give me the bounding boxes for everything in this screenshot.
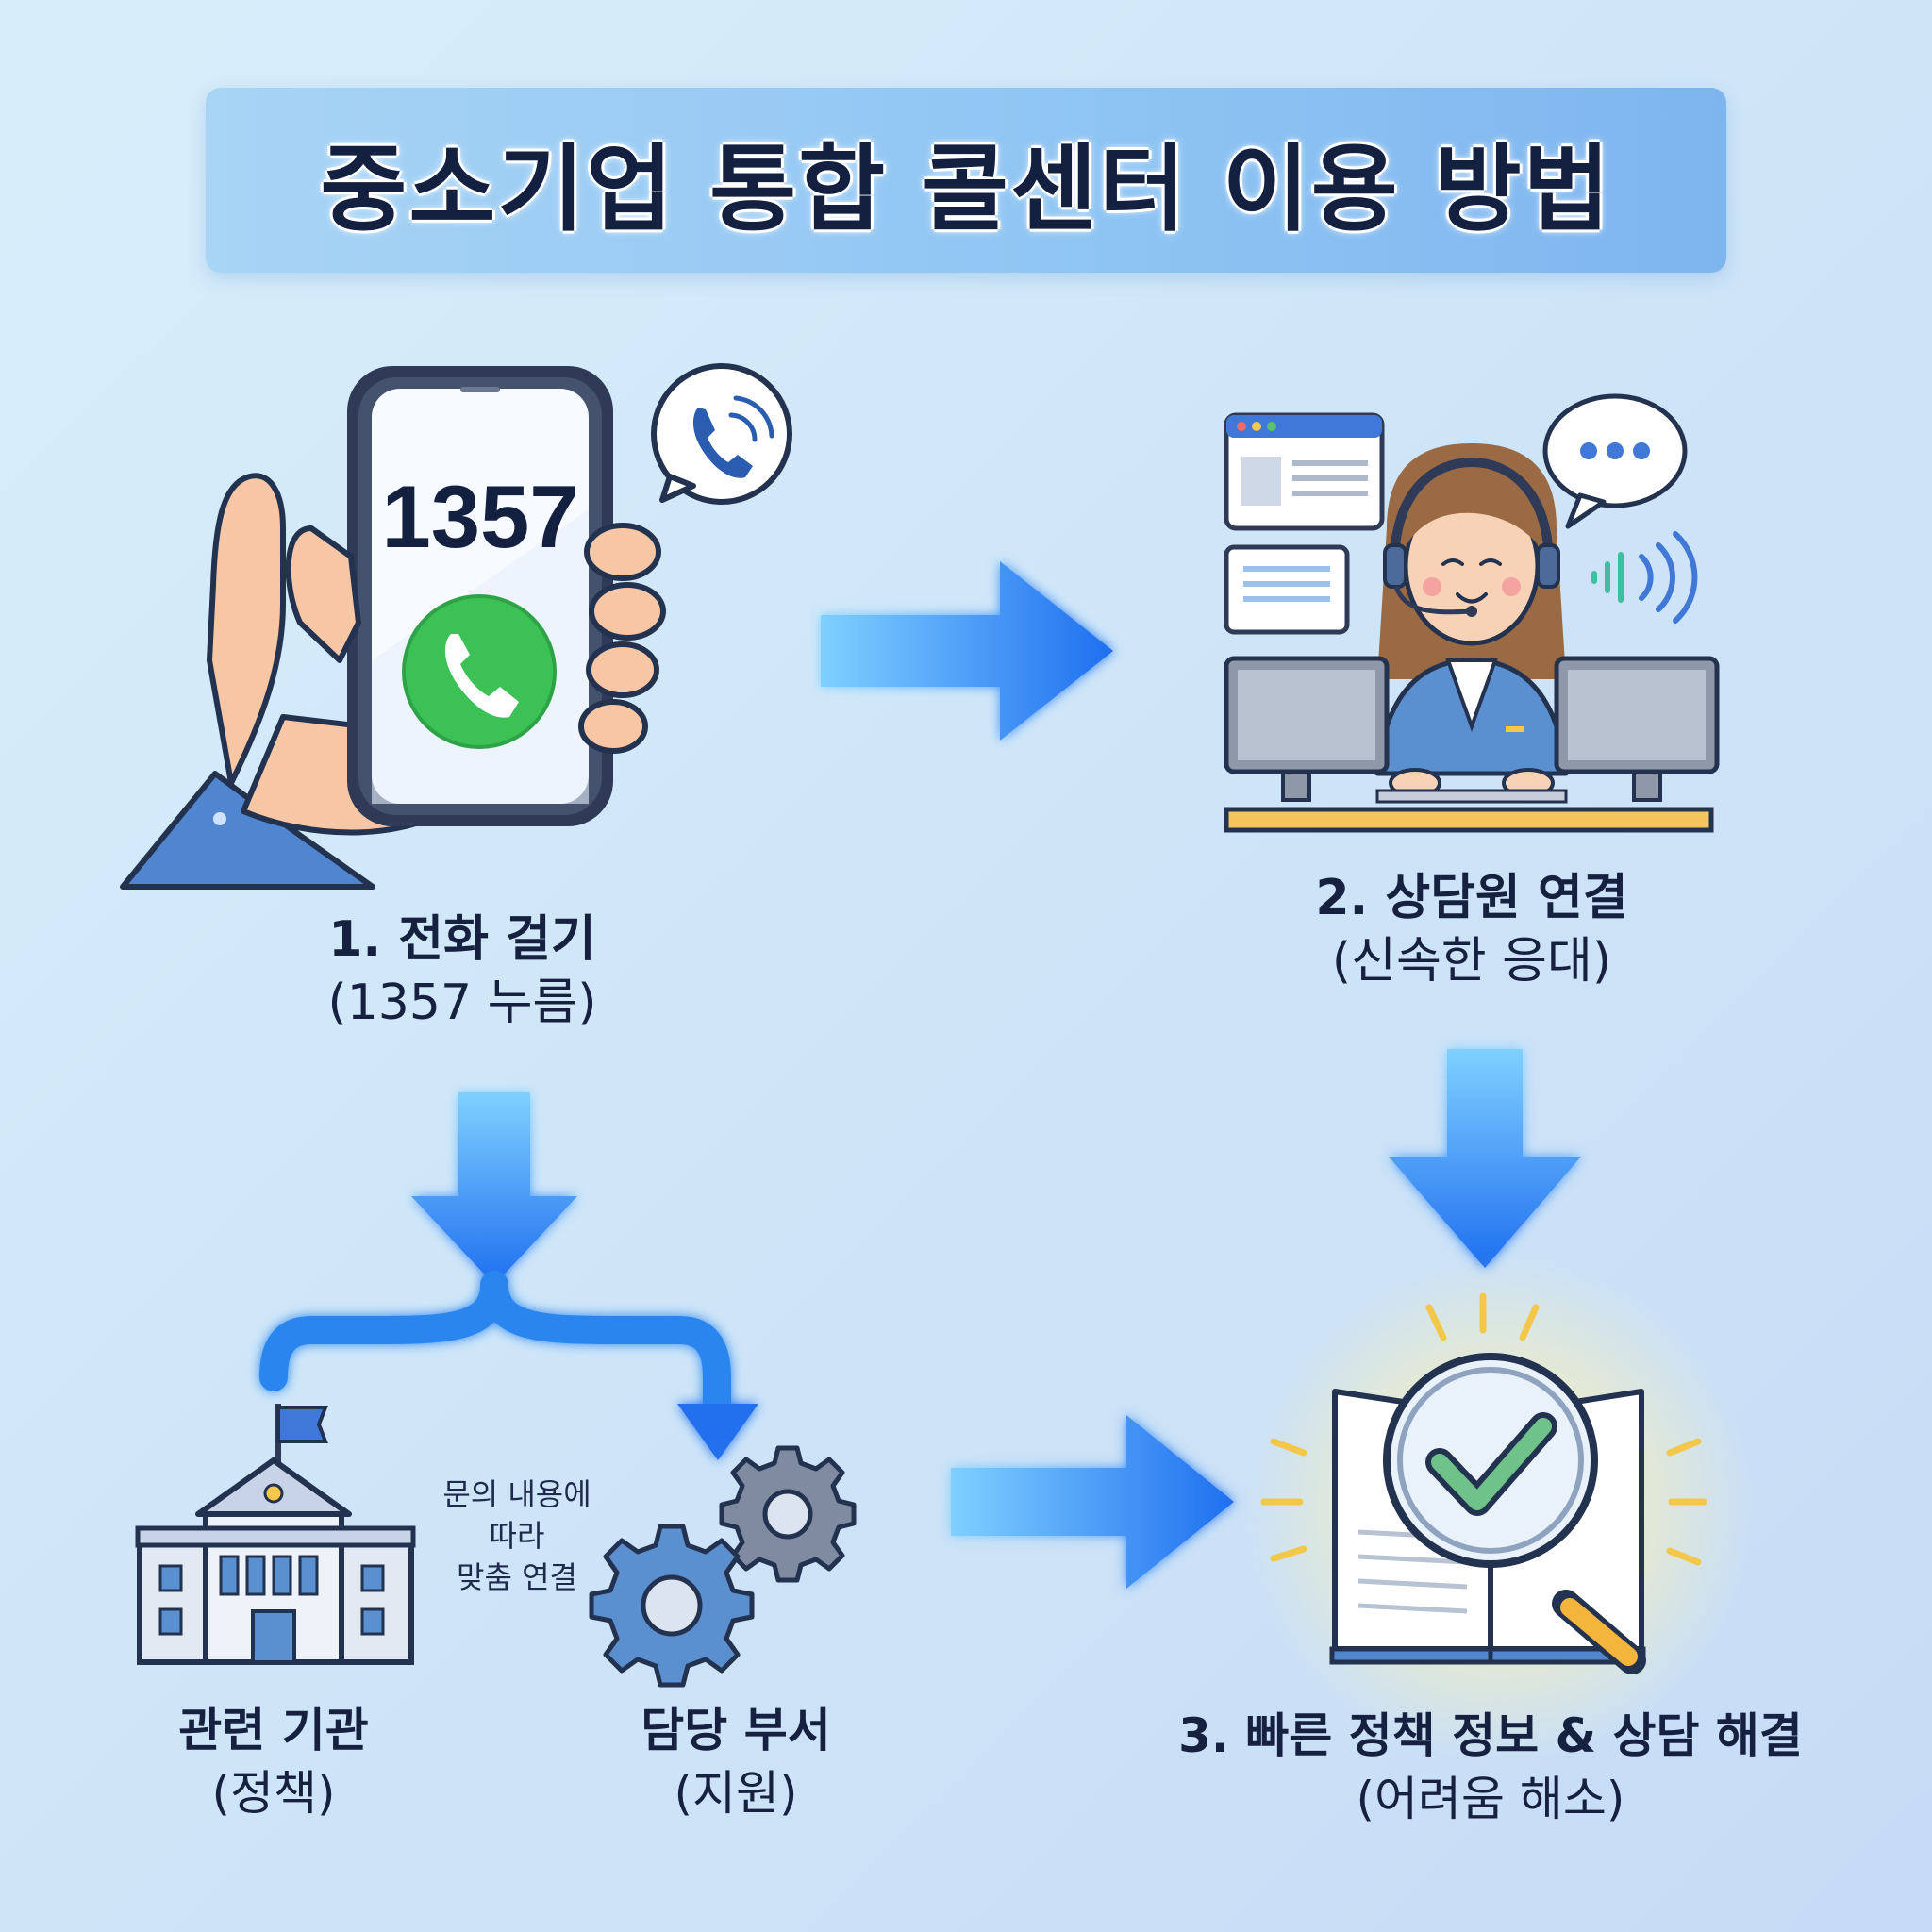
- arrow-right-bottom: [951, 1415, 1234, 1589]
- agency-subtitle: (정책): [211, 1766, 336, 1821]
- arrow-right-top: [821, 561, 1113, 741]
- counselor-icon: [1224, 412, 1720, 833]
- agency-label: 관련 기관 (정책): [123, 1698, 425, 1824]
- step1-label: 1. 전화 걸기 (1357 누름): [245, 908, 679, 1034]
- gears-icon: [589, 1445, 857, 1688]
- step2-subtitle: (신속한 응대): [1331, 933, 1612, 990]
- routing-note-line-2: 따라: [489, 1518, 545, 1554]
- department-label: 담당 부서 (지원): [585, 1698, 887, 1824]
- step3-label: 3. 빠른 정책 정보 & 상담 해결 (어려움 해소): [1085, 1704, 1896, 1830]
- step2-title: 2. 상담원 연결: [1315, 870, 1628, 926]
- phone-screen-number: 1357: [381, 467, 579, 566]
- chat-bubble-icon: [1542, 393, 1688, 529]
- book-magnifier-icon: [1245, 1255, 1755, 1764]
- phone-in-hand-icon: [120, 366, 666, 890]
- step3-title: 3. 빠른 정책 정보 & 상담 해결: [1178, 1708, 1803, 1763]
- routing-note: 문의 내용에 따라 맞춤 연결: [394, 1474, 640, 1598]
- title-banner: [206, 88, 1726, 273]
- step1-subtitle: (1357 누름): [327, 974, 597, 1031]
- step3-subtitle: (어려움 해소): [1356, 1772, 1625, 1826]
- routing-note-line-1: 문의 내용에: [442, 1476, 591, 1512]
- check-icon: [1425, 1412, 1557, 1516]
- agency-title: 관련 기관: [178, 1703, 369, 1757]
- call-bubble-icon: [651, 363, 792, 505]
- department-title: 담당 부서: [641, 1703, 831, 1757]
- routing-note-line-3: 맞춤 연결: [457, 1559, 577, 1595]
- call-button-icon: [402, 594, 557, 749]
- step2-label: 2. 상담원 연결 (신속한 응대): [1255, 866, 1689, 992]
- department-subtitle: (지원): [674, 1766, 798, 1821]
- arrow-down-right: [1389, 1049, 1581, 1268]
- page-title: 중소기업 통합 콜센터 이용 방법: [320, 133, 1612, 244]
- branch-arrow: [259, 1092, 758, 1460]
- step1-title: 1. 전화 걸기: [328, 911, 596, 968]
- building-icon: [135, 1404, 416, 1665]
- sound-wave-icon: [1591, 531, 1698, 624]
